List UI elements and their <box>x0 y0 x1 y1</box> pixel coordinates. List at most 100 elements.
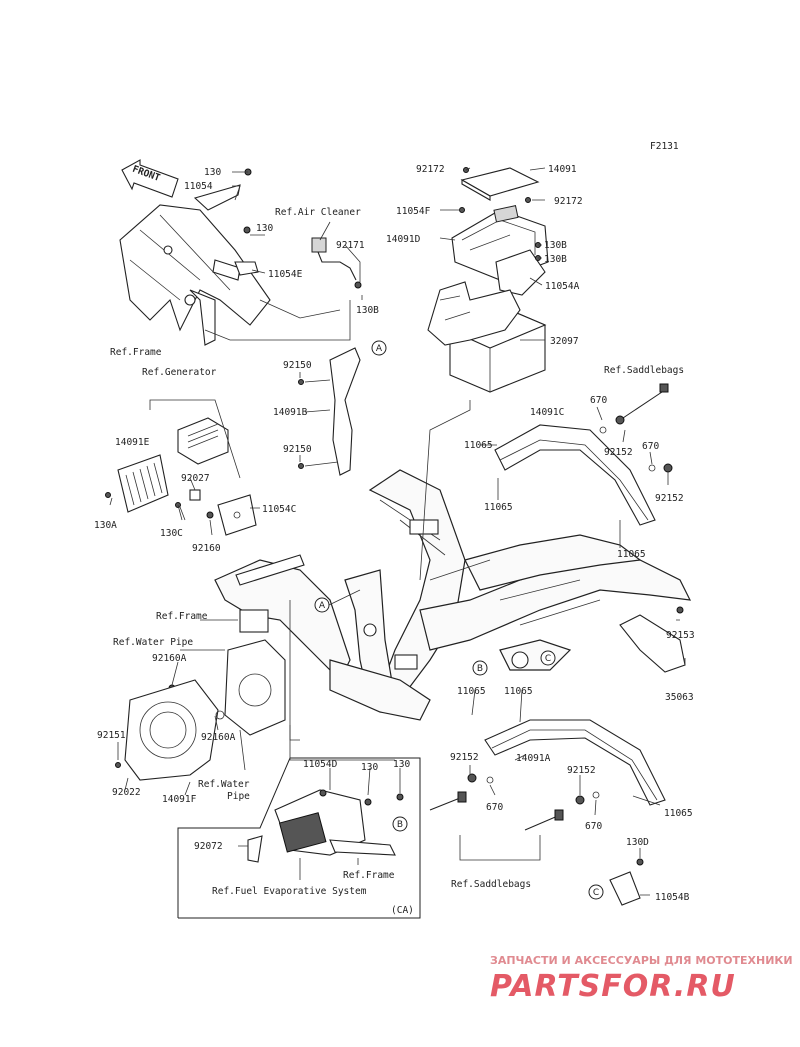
label-92153: 92153 <box>666 630 695 641</box>
label-92152: 92152 <box>655 493 684 504</box>
label-ref-frame: Ref.Frame <box>343 870 395 881</box>
label-130b: 130B <box>356 305 379 316</box>
label-92152: 92152 <box>604 447 633 458</box>
callout-c-bottom-letter: C <box>593 888 599 898</box>
label-670: 670 <box>590 395 607 406</box>
label-92150: 92150 <box>283 360 312 371</box>
label-32097: 32097 <box>550 336 579 347</box>
label-130: 130 <box>393 759 410 770</box>
watermark-subtitle: ЗАПЧАСТИ И АКСЕССУАРЫ ДЛЯ МОТОТЕХНИКИ <box>490 954 793 967</box>
label-11065: 11065 <box>464 440 493 451</box>
label-130: 130 <box>204 167 221 178</box>
callout-c-frame-letter: C <box>545 654 551 664</box>
label-35063: 35063 <box>665 692 694 703</box>
battery-tray-frame <box>427 281 521 346</box>
label-92152: 92152 <box>450 752 479 763</box>
label-92172: 92172 <box>416 164 445 175</box>
label-ref-saddlebags: Ref.Saddlebags <box>451 879 531 890</box>
label-14091: 14091 <box>548 164 577 175</box>
label-ref-air-cleaner: Ref.Air Cleaner <box>275 207 361 218</box>
label-ref-saddlebags: Ref.Saddlebags <box>604 365 684 376</box>
cover-14091f <box>115 679 225 781</box>
label-92027: 92027 <box>181 473 210 484</box>
label-130a: 130A <box>94 520 117 531</box>
regulator <box>177 417 229 465</box>
label-14091e: 14091E <box>115 437 150 448</box>
front-frame-drawing <box>119 184 271 346</box>
label-ref-water: Ref.Water <box>198 779 250 790</box>
callout-a-frame-letter: A <box>319 601 326 611</box>
label-92151: 92151 <box>97 730 126 741</box>
label-92171: 92171 <box>336 240 365 251</box>
label-670: 670 <box>642 441 659 452</box>
label-92160a: 92160A <box>152 653 187 664</box>
label-92160: 92160 <box>192 543 221 554</box>
diagram-code: F2131 <box>650 141 679 152</box>
label-11065: 11065 <box>484 502 513 513</box>
label-pipe: Pipe <box>227 791 250 802</box>
label-14091c: 14091C <box>530 407 564 418</box>
callout-b-box: B <box>392 816 408 832</box>
front-arrow: FRONT <box>121 159 179 198</box>
callout-c-frame: C <box>540 650 556 666</box>
bracket-11054c <box>105 489 257 536</box>
label-11054b: 11054B <box>655 892 690 903</box>
label-92150: 92150 <box>283 444 312 455</box>
leader-generator <box>149 399 241 536</box>
callout-a-top-letter: A <box>376 344 383 354</box>
cover-14091e <box>117 454 169 513</box>
air-cleaner-sensor <box>311 237 362 289</box>
label-ref-frame: Ref.Frame <box>156 611 208 622</box>
label-130b: 130B <box>544 240 567 251</box>
leader-lines <box>109 167 686 896</box>
label-92022: 92022 <box>112 787 141 798</box>
watermark-logo: PARTSFOR.RU <box>490 969 736 1004</box>
label-130: 130 <box>256 223 273 234</box>
label-130c: 130C <box>160 528 183 539</box>
callout-b-frame: B <box>472 660 488 676</box>
label-11054d: 11054D <box>303 759 338 770</box>
label-130: 130 <box>361 762 378 773</box>
label-11065: 11065 <box>504 686 533 697</box>
label-11065: 11065 <box>664 808 693 819</box>
cover-14091c <box>494 424 656 526</box>
cover-14091a <box>484 719 666 806</box>
label-14091d: 14091D <box>386 234 421 245</box>
label-11054c: 11054C <box>262 504 296 515</box>
label-11054a: 11054A <box>545 281 580 292</box>
label-11054f: 11054F <box>396 206 431 217</box>
label-92172: 92172 <box>554 196 583 207</box>
callout-c-bottom: C <box>588 884 604 900</box>
label-ref-frame: Ref.Frame <box>110 347 162 358</box>
cover-14091b <box>298 347 361 476</box>
label-130d: 130D <box>626 837 649 848</box>
saddlebag-bolt-top <box>599 383 673 473</box>
canister-bracket <box>247 789 404 863</box>
frame-crossmember <box>235 554 305 586</box>
water-pump-cover <box>168 639 286 736</box>
label-14091b: 14091B <box>273 407 308 418</box>
label-11054: 11054 <box>184 181 213 192</box>
label-92072: 92072 <box>194 841 223 852</box>
label-130b: 130B <box>544 254 567 265</box>
label-14091a: 14091A <box>516 753 551 764</box>
callout-a-top: A <box>371 340 387 356</box>
callout-b-frame-letter: B <box>477 664 483 674</box>
label-670: 670 <box>585 821 602 832</box>
label-11054e: 11054E <box>268 269 303 280</box>
label-11065: 11065 <box>617 549 646 560</box>
bracket-11054b <box>609 858 644 906</box>
label-ca: (CA) <box>391 905 414 916</box>
label-670: 670 <box>486 802 503 813</box>
leader-saddlebags-bottom <box>459 835 541 861</box>
label-11065: 11065 <box>457 686 486 697</box>
main-frame <box>214 469 692 721</box>
leader-frame-top <box>204 299 351 341</box>
callout-a-frame: A <box>314 589 361 613</box>
label-92160a: 92160A <box>201 732 236 743</box>
battery-cover-14091 <box>459 167 540 213</box>
label-ref-generator: Ref.Generator <box>142 367 217 378</box>
saddlebag-bolts-bottom <box>429 773 600 831</box>
callout-b-box-letter: B <box>397 820 403 830</box>
